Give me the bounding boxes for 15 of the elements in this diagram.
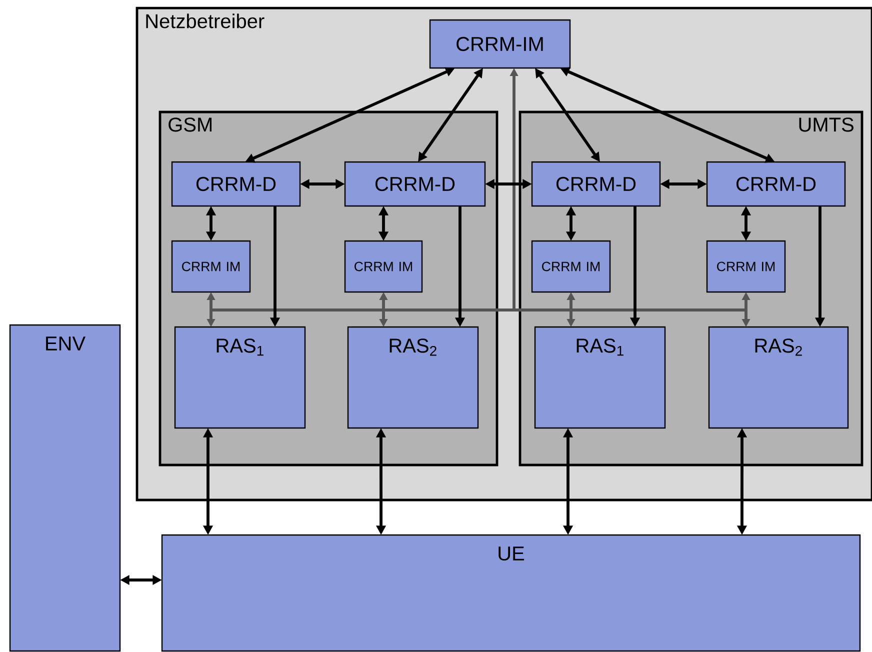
process-box: CRRM IM (531, 240, 611, 293)
process-box: RAS$_{2}$ (347, 326, 479, 429)
process-box: CRRM-D (531, 161, 661, 207)
process-box: ENV (9, 324, 121, 652)
process-box: CRRM IM (706, 240, 786, 293)
process-box: RAS$_{1}$ (534, 326, 666, 429)
process-box: CRRM-D (344, 161, 486, 207)
process-box: UE (161, 534, 861, 652)
process-box: CRRM-D (706, 161, 846, 207)
process-box: CRRM-IM (429, 19, 571, 69)
process-box: CRRM IM (344, 240, 423, 293)
process-box: CRRM IM (171, 240, 251, 293)
process-box: CRRM-D (171, 161, 301, 207)
process-box: RAS$_{2}$ (708, 326, 849, 429)
process-box: RAS$_{1}$ (174, 326, 306, 429)
